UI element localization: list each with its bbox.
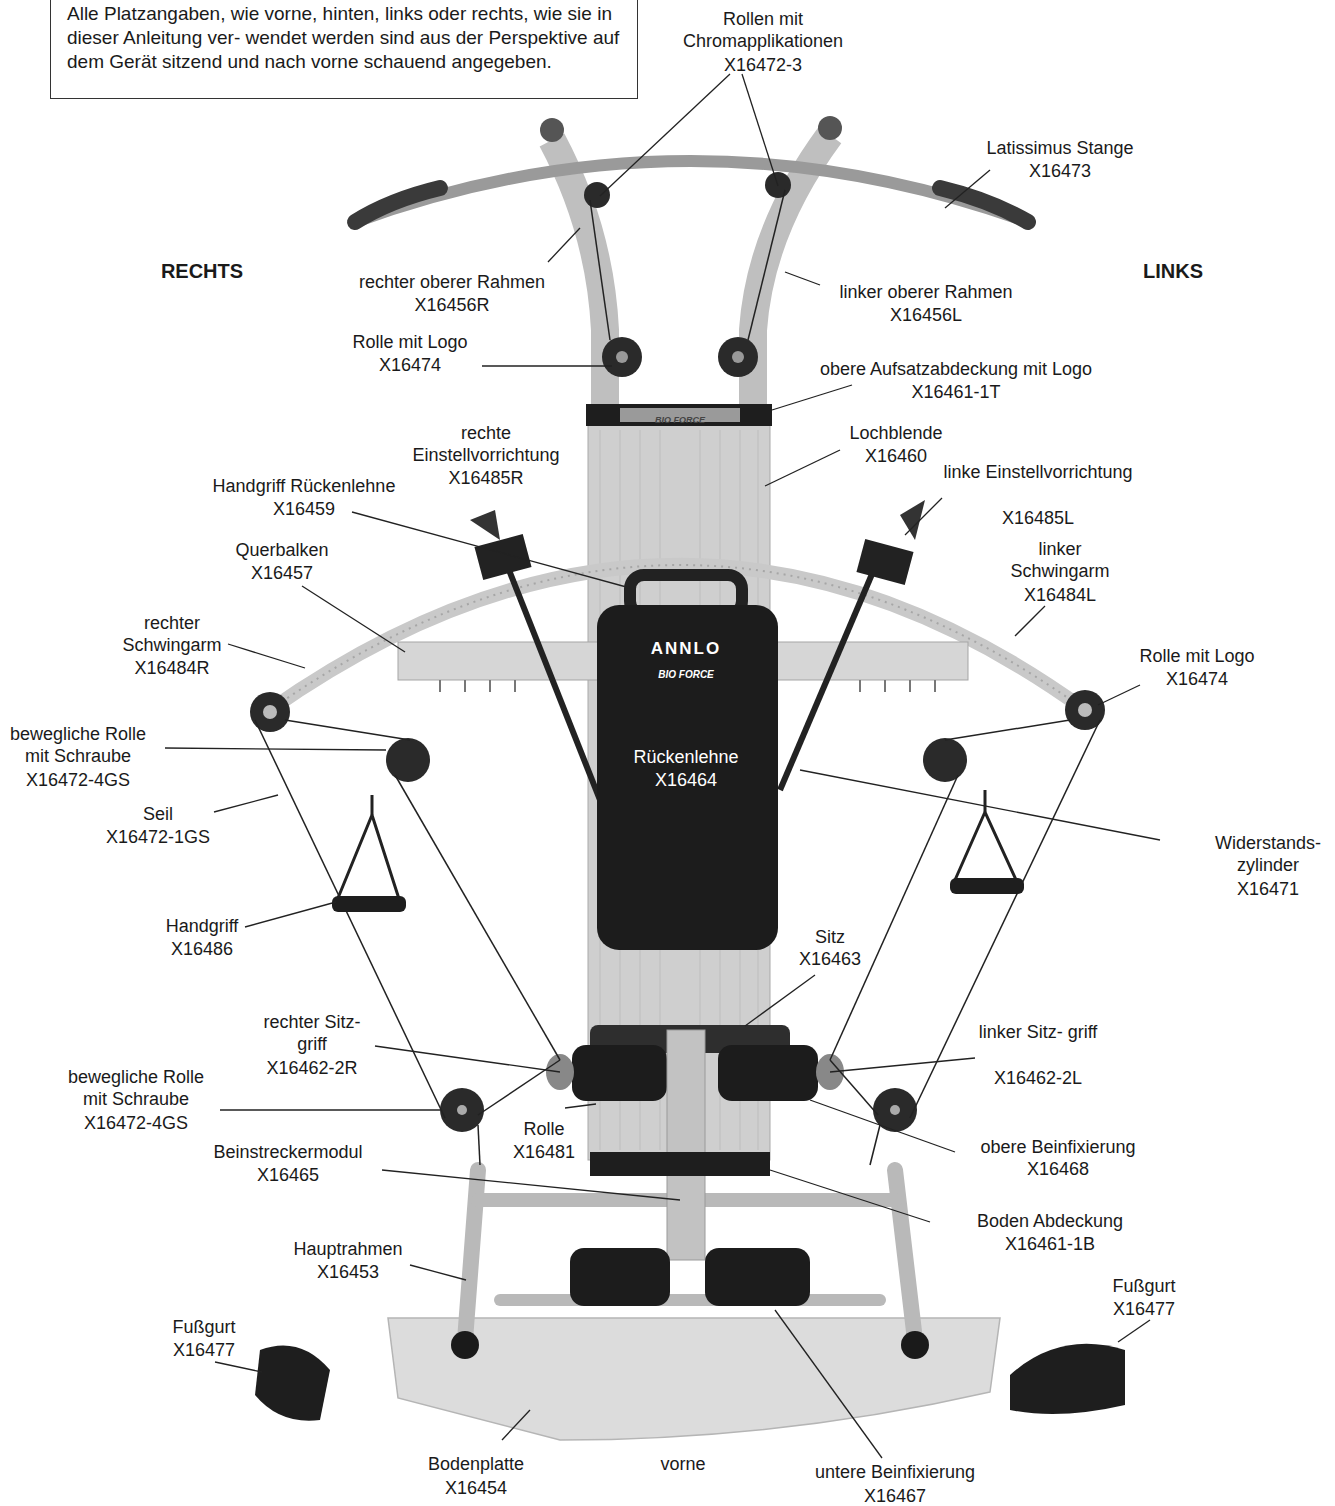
part-number: X16472-1GS [106,826,210,848]
part-label: Latissimus Stange [986,137,1133,159]
part-number: X16460 [865,445,927,467]
part-number: X16472-4GS [84,1112,188,1134]
part-number: X16464 [655,769,717,791]
part-label: BIO FORCE [658,664,714,686]
part-label: Fußgurt [1112,1275,1175,1297]
part-number: X16461-1T [911,381,1000,403]
part-label: ANNLO [651,638,721,660]
part-number: X16486 [171,938,233,960]
part-number: X16484L [1024,584,1096,606]
part-number: X16459 [273,498,335,520]
part-number: X16484R [134,657,209,679]
part-label: Rolle mit Logo [352,331,467,353]
part-label: Beinstreckermodul [213,1141,362,1163]
note-text: Alle Platzangaben, wie vorne, hinten, li… [67,2,627,74]
part-number: X16468 [1027,1158,1089,1180]
part-number: X16467 [864,1485,926,1506]
part-number: X16453 [317,1261,379,1283]
part-number: X16463 [799,948,861,970]
part-number: X16465 [257,1164,319,1186]
part-number: X16485L [1002,507,1074,529]
part-label: Boden Abdeckung [977,1210,1123,1232]
part-label: Rückenlehne [633,746,738,768]
part-number: X16461-1B [1005,1233,1095,1255]
part-number: X16477 [173,1339,235,1361]
part-label: LINKS [1143,260,1203,282]
part-label: linke Einstellvorrichtung [943,461,1133,483]
part-label: Bodenplatte [428,1453,524,1475]
part-label: Querbalken [235,539,328,561]
part-number: X16457 [251,562,313,584]
part-label: Hauptrahmen [293,1238,402,1260]
part-label: untere Beinfixierung [815,1461,975,1483]
part-label: Rolle mit Logo [1139,645,1254,667]
part-number: X16456L [890,304,962,326]
note-box: Alle Platzangaben, wie vorne, hinten, li… [50,0,638,99]
part-number: X16481 [513,1141,575,1163]
part-label: Handgriff [166,915,239,937]
part-number: X16472-4GS [26,769,130,791]
part-number: X16456R [414,294,489,316]
part-label: Sitz [815,926,845,948]
part-number: X16454 [445,1477,507,1499]
part-label: Handgriff Rückenlehne [213,475,396,497]
part-label: Rollen mit Chromapplikationen [673,8,853,52]
part-label: obere Aufsatzabdeckung mit Logo [820,358,1092,380]
part-label: Fußgurt [172,1316,235,1338]
part-number: X16473 [1029,160,1091,182]
part-label: bewegliche Rolle mit Schraube [0,723,161,767]
part-number: X16462-2L [994,1067,1082,1089]
part-number: X16477 [1113,1298,1175,1320]
part-label: rechte Einstellvorrichtung [391,422,581,466]
part-number: X16474 [379,354,441,376]
part-number: X16471 [1237,878,1299,900]
part-number: X16485R [448,467,523,489]
part-label: Lochblende [849,422,942,444]
part-number: X16474 [1166,668,1228,690]
part-label: RECHTS [161,260,243,282]
part-label: Widerstands- zylinder [1206,832,1331,876]
part-label: rechter Schwingarm [112,612,232,656]
part-label: vorne [660,1453,705,1475]
part-number: X16472-3 [724,54,802,76]
part-label: BIO FORCE [655,409,705,431]
part-label: rechter Sitz- griff [252,1011,372,1055]
part-label: Seil [143,803,173,825]
part-label: linker Schwingarm [1000,538,1120,582]
part-label: rechter oberer Rahmen [359,271,545,293]
part-label: linker oberer Rahmen [839,281,1012,303]
part-number: X16462-2R [266,1057,357,1079]
part-label: linker Sitz- griff [978,1021,1098,1043]
part-label: bewegliche Rolle mit Schraube [54,1066,219,1110]
part-label: Rolle [523,1118,564,1140]
part-label: obere Beinfixierung [980,1136,1135,1158]
